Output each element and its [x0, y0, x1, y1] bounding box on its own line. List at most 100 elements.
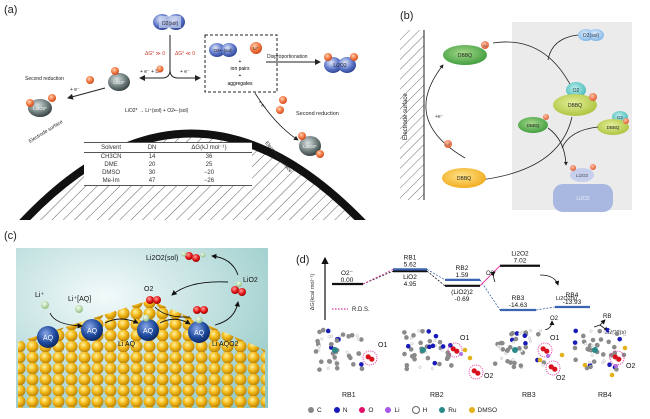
lio2-surface-molecule [108, 67, 130, 91]
level-value-lio2-dimer: -0.69 [455, 296, 470, 303]
aq-molecule-4 [188, 321, 210, 343]
atom-h [589, 329, 593, 333]
equilibrium-text: LiO2* → Li⁺(sol) + O2•−(sol) [125, 108, 189, 114]
table-cell: DMSO [102, 170, 121, 176]
legend-dot-icon [468, 407, 475, 413]
oxygen-highlight-ring [468, 364, 484, 380]
oxygen-highlight-ring [537, 342, 553, 358]
atom-c [509, 331, 514, 337]
legend-item-h: H [411, 406, 427, 414]
level-value-li2o2: 7.02 [514, 258, 527, 265]
atom-li [459, 352, 463, 356]
atom-c [404, 362, 410, 368]
box-plus-1: + [239, 59, 242, 65]
to-li2o2-bottom-arrow [599, 324, 609, 330]
li-aqo2-label: Li AQO2 [212, 341, 239, 348]
atom-n [426, 329, 432, 334]
right-branch-arrow [169, 69, 201, 81]
aq-text-1: AQ [43, 335, 54, 342]
aq-molecule-3 [137, 319, 159, 341]
li2o2-solution-text: Li2O2 [333, 63, 347, 69]
atom-c [597, 328, 603, 334]
atom-h [520, 330, 524, 334]
reduction-arrow [425, 64, 466, 159]
table-cell: −20 [203, 170, 215, 176]
atom-c [359, 366, 365, 372]
o2-release-label-1: O2 [486, 271, 495, 277]
atom-h [418, 365, 422, 369]
electrode-hatch [400, 30, 424, 200]
atom-c [427, 338, 433, 344]
connector-blue [362, 269, 394, 285]
atom-o [454, 348, 460, 354]
atom-o [369, 356, 375, 362]
atom-h [519, 349, 523, 353]
atom-dmso [609, 372, 615, 378]
li-ball-left [86, 76, 94, 84]
o2-sol-text: O2(sol) [583, 33, 600, 39]
atom-h [409, 336, 413, 340]
oxygen-highlight-ring [545, 360, 561, 376]
box-plus-2: + [239, 73, 242, 79]
second-reduction-left-arrow [67, 87, 106, 100]
atom-n [617, 336, 622, 342]
oxygen-highlight-ring [447, 342, 463, 358]
atom-h [590, 353, 594, 357]
atom-c [588, 364, 593, 370]
aq-molecule-2 [81, 319, 103, 341]
table-cell: 20 [148, 162, 156, 168]
e-minus-label: +e⁻ [435, 114, 444, 120]
li2o2-right-surface-molecule [298, 132, 324, 158]
panel-b: (b) Electrode surface +e⁻ Li⁺ DBBQ Li [380, 0, 650, 220]
atom-h [608, 329, 612, 333]
atom-li [546, 354, 550, 358]
connector-black [426, 270, 446, 287]
li-aq-ion [75, 305, 83, 313]
disproportionation-label: Disproportionation [267, 54, 308, 60]
lio2-molecule [231, 281, 246, 296]
atom-ru [512, 347, 518, 353]
solvent-table: Solvent DN ΔG(kJ mol⁻¹) CH3CN 14 36 DME … [84, 142, 252, 186]
atom-dmso [537, 357, 543, 363]
atom-c [349, 332, 355, 338]
atom-h [345, 350, 349, 354]
atom-c [402, 330, 407, 335]
atom-n [573, 328, 579, 334]
li-ion-ball [156, 65, 164, 73]
li-ball-right-1 [279, 96, 287, 104]
legend-dot-icon [439, 407, 446, 413]
atom-h [528, 339, 532, 343]
atom-c [317, 329, 322, 335]
arrow-aq-to-liaq [104, 318, 139, 324]
level-label-o2minus: O2⁻ [341, 270, 354, 277]
atom-c [606, 339, 612, 345]
li-plus-text: Li⁺ [253, 46, 260, 51]
legend-item-n: N [333, 407, 347, 414]
oxygen-label: O2 [626, 363, 635, 370]
atom-h [496, 344, 500, 348]
li-ball-b [590, 164, 596, 170]
level-value-o2minus: 0.00 [341, 277, 354, 284]
atom-h [601, 361, 605, 365]
atom-c [449, 363, 454, 368]
connector-blue [535, 306, 556, 311]
atom-c [612, 344, 617, 350]
atom-n [605, 328, 611, 333]
dbbq-small-right [597, 119, 629, 135]
atom-h [528, 329, 532, 332]
li-ion-ball [444, 140, 452, 148]
atom-c [444, 356, 450, 362]
dg-right: ΔG° ≪ 0 [175, 51, 195, 57]
atom-c [500, 340, 505, 346]
atom-c [340, 332, 346, 337]
atom-c [505, 358, 510, 364]
level-label-lio2: LiO2 [403, 274, 417, 281]
atom-c [511, 364, 517, 370]
o2-on-aq [193, 306, 208, 314]
table-row: Me-Im 47 −26 [84, 177, 252, 186]
atom-c [348, 355, 353, 361]
oxygen-label: O1 [378, 342, 387, 349]
table-cell: 47 [148, 178, 156, 184]
superoxide-molecule [209, 43, 237, 57]
